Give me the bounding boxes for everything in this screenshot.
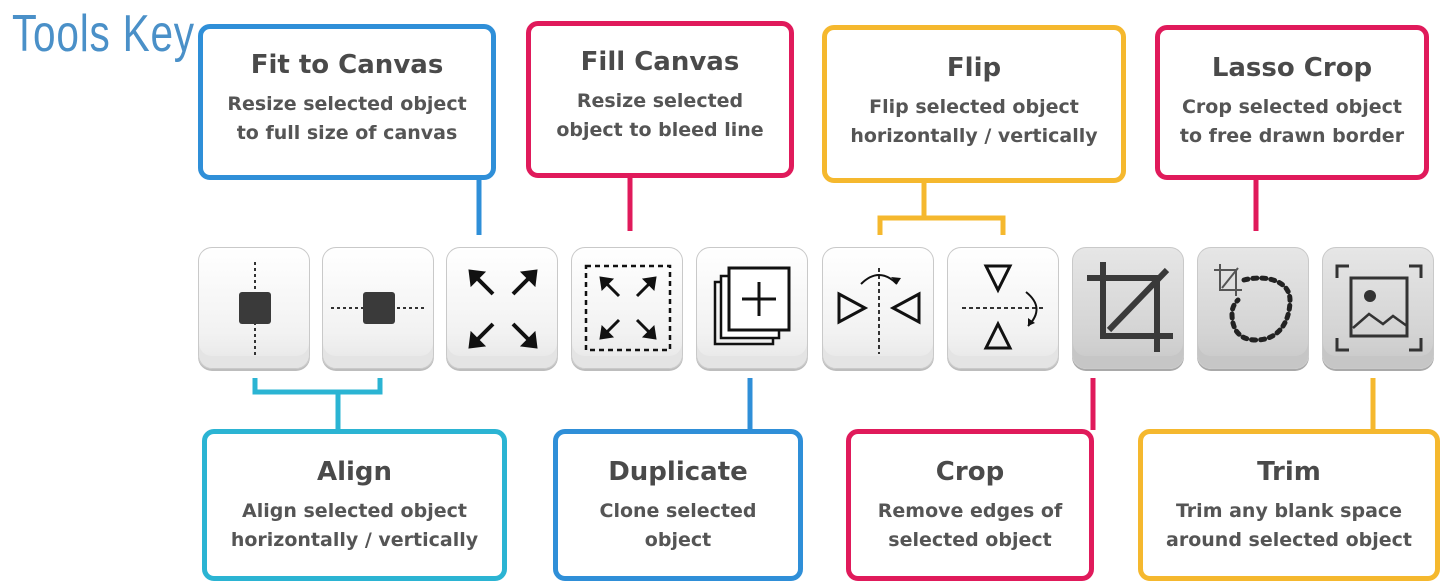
- crop-title: Crop: [935, 457, 1005, 487]
- flip-vertical-icon: [962, 264, 1044, 350]
- fit-to-canvas-title: Fit to Canvas: [250, 50, 444, 80]
- crop-desc-line1: Remove edges of: [877, 500, 1063, 522]
- trim-desc-line1: Trim any blank space: [1175, 500, 1403, 522]
- align-vertical-icon: [239, 262, 271, 356]
- duplicate-desc-line1: Clone selected: [599, 500, 757, 522]
- flip-horizontal-button[interactable]: [822, 247, 934, 369]
- lasso-crop-desc-line1: Crop selected object: [1181, 96, 1403, 118]
- fill-canvas-button[interactable]: [571, 247, 683, 369]
- flip-desc-line2: horizontally / vertically: [850, 125, 1098, 147]
- fill-canvas-icon: [584, 264, 672, 352]
- crop-desc-line2: selected object: [888, 529, 1052, 551]
- flip-vertical-button[interactable]: [947, 247, 1059, 369]
- flip-desc-line1: Flip selected object: [869, 96, 1079, 118]
- align-desc-line2: horizontally / vertically: [230, 529, 479, 551]
- duplicate-button[interactable]: [696, 247, 808, 369]
- lasso-crop-callout: Lasso Crop Crop selected object to free …: [1155, 25, 1429, 180]
- lasso-crop-desc-line2: to free drawn border: [1179, 125, 1405, 147]
- align-desc-line1: Align selected object: [242, 500, 467, 522]
- duplicate-callout: Duplicate Clone selected object: [553, 429, 803, 581]
- flip-horizontal-icon: [837, 268, 921, 354]
- align-vertical-button[interactable]: [198, 247, 310, 369]
- trim-icon: [1335, 264, 1423, 352]
- fit-to-canvas-desc-line2: to full size of canvas: [236, 122, 458, 144]
- flip-title: Flip: [946, 53, 1002, 83]
- crop-button[interactable]: [1072, 247, 1184, 369]
- align-horizontal-button[interactable]: [322, 247, 434, 369]
- align-title: Align: [316, 457, 393, 487]
- page-title: Tools Key: [12, 5, 195, 63]
- fit-to-canvas-icon: [468, 269, 538, 349]
- lasso-crop-button[interactable]: [1197, 247, 1309, 369]
- fill-canvas-title: Fill Canvas: [580, 47, 740, 77]
- lasso-crop-title: Lasso Crop: [1211, 53, 1373, 83]
- fit-to-canvas-desc-line1: Resize selected object: [227, 93, 467, 115]
- crop-icon: [1087, 262, 1173, 352]
- align-callout: Align Align selected object horizontally…: [202, 429, 507, 581]
- lasso-crop-icon: [1214, 264, 1293, 343]
- fit-to-canvas-button[interactable]: [446, 247, 558, 369]
- duplicate-title: Duplicate: [608, 457, 748, 487]
- fill-canvas-desc-line2: object to bleed line: [556, 119, 764, 141]
- trim-button[interactable]: [1322, 247, 1434, 369]
- fill-canvas-desc-line1: Resize selected: [576, 90, 744, 112]
- flip-callout: Flip Flip selected object horizontally /…: [822, 25, 1126, 183]
- duplicate-desc-line2: object: [644, 529, 712, 551]
- crop-callout: Crop Remove edges of selected object: [846, 429, 1094, 581]
- trim-desc-line2: around selected object: [1166, 529, 1412, 551]
- fit-to-canvas-callout: Fit to Canvas Resize selected object to …: [198, 24, 496, 180]
- trim-title: Trim: [1257, 457, 1321, 487]
- align-horizontal-icon: [331, 292, 427, 324]
- trim-callout: Trim Trim any blank space around selecte…: [1138, 429, 1440, 581]
- fill-canvas-callout: Fill Canvas Resize selected object to bl…: [526, 21, 794, 178]
- duplicate-icon: [713, 266, 791, 346]
